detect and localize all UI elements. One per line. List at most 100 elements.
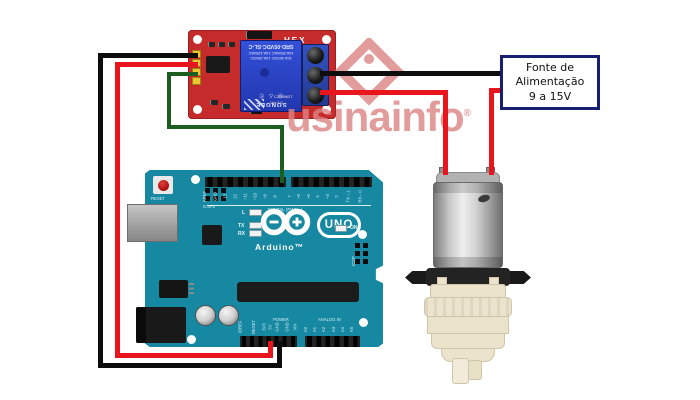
relay-pcb-version: Ver:2.0 [270, 100, 283, 105]
wire-psu-to-pump [489, 88, 494, 175]
wire-no-horiz [320, 90, 448, 95]
power-jack-front [136, 307, 146, 343]
pump-body-flange [430, 284, 506, 298]
relay-hole [193, 35, 202, 44]
motor-bottom-band [434, 257, 502, 267]
reset-button [153, 176, 173, 194]
wire-gnd-to-arduino [277, 341, 282, 368]
digital-bracket-line [207, 205, 371, 206]
digital-header-right [291, 177, 372, 187]
wire-psu-stub [489, 88, 502, 93]
pump-motor [433, 182, 503, 268]
psu-line2: Alimentação [515, 74, 585, 88]
watermark-text: usinainfo [286, 93, 465, 140]
wire-signal-horiz [167, 125, 284, 129]
usb-connector [127, 204, 178, 242]
icsp2-header [205, 188, 210, 193]
relay-rating-2: 10A 30VDC 10A 28VDC [250, 56, 292, 62]
relay-component: SONGLE Ⓤ△Ⓔ 10A 30VDC 10A 28VDC 10A 250VA… [240, 40, 302, 112]
terminal-screw-nc [307, 47, 324, 64]
icsp-label: ICSP [351, 256, 356, 266]
relay-model-label: SRD-05VDC-SL-C [248, 43, 294, 49]
reset-button-cap [157, 179, 169, 191]
analog-pin-label-5: A5 [348, 326, 354, 333]
relay-smd [208, 42, 215, 47]
wire-signal-to-pin8 [280, 125, 284, 183]
relay-pcb-code: C220562T [274, 94, 293, 99]
wire-5v-bottom [115, 353, 273, 358]
reset-label: RESET [151, 196, 165, 201]
pump-nozzle [452, 358, 469, 384]
icsp-header [355, 243, 360, 248]
wire-gnd-bottom [98, 363, 282, 368]
usb-interface-chip [202, 225, 222, 245]
led-l-label: L [242, 210, 246, 216]
clamp-wing-screw-left [405, 271, 431, 284]
relay-smd [218, 42, 225, 47]
icsp-pin1-label: 1 [360, 234, 363, 240]
usinainfo-watermark: usinainfo® [286, 93, 471, 140]
icsp2-label: ICSP2 [203, 204, 216, 209]
wire-5v-to-arduino [268, 341, 273, 358]
voltage-regulator [159, 280, 188, 298]
digital-pin-label-7: RX←0 [357, 190, 363, 203]
relay-optocoupler [206, 56, 230, 73]
watermark-registered-mark: ® [463, 108, 471, 119]
power-supply-label-box: Fonte de Alimentação 9 a 15V [500, 55, 600, 110]
relay-smd [222, 104, 230, 109]
relay-smd [228, 42, 235, 47]
relay-smd [210, 100, 218, 105]
relay-stripes-decor [244, 99, 264, 110]
analog-header-label: ANALOG IN [318, 317, 341, 322]
clamp-wing-screw-right [505, 271, 531, 284]
power-header-label: POWER [273, 317, 289, 322]
pump-body-ridged [424, 297, 512, 317]
relay-cert-mark-2: Ⓔ [259, 92, 265, 98]
wire-gnd-top [98, 53, 198, 58]
pump-body-lower [431, 333, 505, 349]
arduino-infinity-logo [260, 208, 311, 236]
digital-header-label: DIGITAL (PWM~) [267, 207, 303, 212]
wire-signal-vert [167, 72, 171, 129]
arduino-brand-label: Arduino™ [255, 242, 305, 252]
relay-hole [193, 105, 202, 114]
led-rx-label: RX [238, 231, 245, 237]
led-tx-label: TX [238, 223, 245, 229]
wire-no-to-pump [443, 90, 448, 175]
regulator-legs [189, 283, 194, 295]
relay-cert-mark-1: △ [269, 93, 273, 99]
wire-signal-top [167, 72, 198, 76]
relay-rating-1: 10A 250VAC 10A 125VAC [248, 51, 294, 57]
digital-pin-label-7: 8 [272, 195, 278, 198]
digital-header-left [205, 177, 286, 187]
motor-vent-hole [477, 193, 491, 204]
power-jack [136, 307, 186, 343]
terminal-screw-no [307, 87, 324, 104]
wire-com-to-psu [320, 71, 502, 76]
mounting-hole [358, 230, 367, 239]
led-on-label: ON [350, 225, 358, 231]
relay-transistor [246, 31, 272, 39]
led-rx [249, 230, 262, 237]
terminal-screw-com [307, 67, 324, 84]
atmega-chip [237, 282, 359, 302]
psu-line3: 9 a 15V [528, 90, 572, 104]
mounting-hole [191, 175, 200, 184]
relay-hole [322, 105, 331, 114]
mounting-hole [359, 318, 368, 327]
wire-5v-top [115, 62, 198, 67]
capacitor [218, 305, 239, 326]
mounting-hole [187, 335, 196, 344]
motor-top-band [434, 183, 502, 193]
led-l [249, 209, 262, 216]
relay-center-dot [260, 68, 269, 77]
psu-line1: Fonte de [526, 60, 574, 74]
pump-body-mid [427, 316, 509, 334]
analog-header [305, 336, 360, 347]
